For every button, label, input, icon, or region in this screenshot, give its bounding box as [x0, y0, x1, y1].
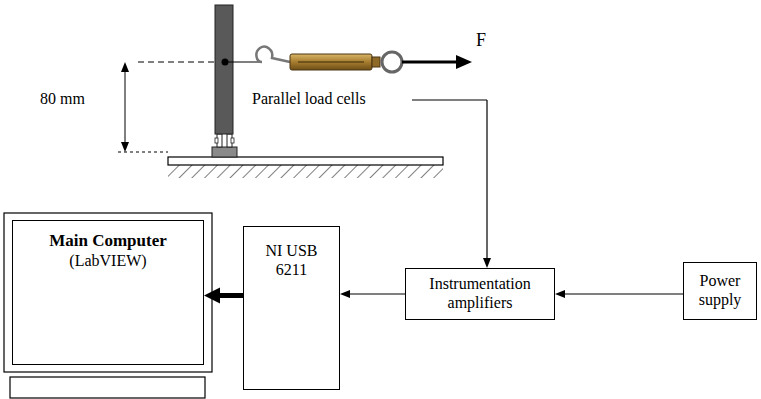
screen-subtitle: (LabVIEW)	[17, 251, 199, 270]
signal-arrow	[340, 290, 405, 298]
signal-wire	[412, 99, 487, 100]
signal-arrow	[204, 288, 243, 304]
dimension-arrowhead	[121, 62, 129, 72]
dimension-line	[125, 70, 126, 144]
load-cell-base	[212, 147, 237, 157]
force-arrowhead	[456, 55, 472, 69]
scale-slot	[298, 61, 364, 62]
load-cell-mark	[215, 138, 218, 143]
spring-scale-body	[290, 54, 372, 70]
load-cell-mark	[231, 138, 234, 143]
platform	[168, 157, 443, 165]
signal-arrow	[555, 290, 683, 298]
callout-label: Parallel load cells	[250, 90, 368, 108]
monitor-frame	[4, 213, 212, 372]
power-supply-box: Power supply	[683, 262, 757, 320]
scale-ring	[382, 52, 402, 72]
signal-arrowhead	[483, 258, 491, 268]
column	[215, 5, 233, 134]
daq-name: NI USB 6211	[248, 241, 335, 279]
force-arrow	[402, 61, 458, 64]
amplifier-name: Instrumentation amplifiers	[410, 274, 550, 312]
dimension-arrowhead	[121, 142, 129, 152]
amplifier-box: Instrumentation amplifiers	[405, 268, 555, 320]
scale-hook	[256, 47, 290, 62]
daq-box: NI USB 6211	[243, 226, 340, 390]
computer-screen: Main Computer(LabVIEW)	[12, 220, 204, 365]
cord	[225, 61, 262, 62]
force-label: F	[474, 30, 488, 51]
signal-wire	[486, 100, 487, 259]
dimension-extension	[138, 62, 214, 63]
keyboard	[10, 377, 205, 398]
dimension-label: 80 mm	[38, 90, 87, 108]
power-supply-name: Power supply	[688, 271, 752, 309]
dimension-extension	[118, 152, 168, 153]
scale-cap	[372, 57, 380, 67]
screen-title: Main Computer	[17, 231, 199, 251]
ground-hatching	[168, 165, 443, 178]
